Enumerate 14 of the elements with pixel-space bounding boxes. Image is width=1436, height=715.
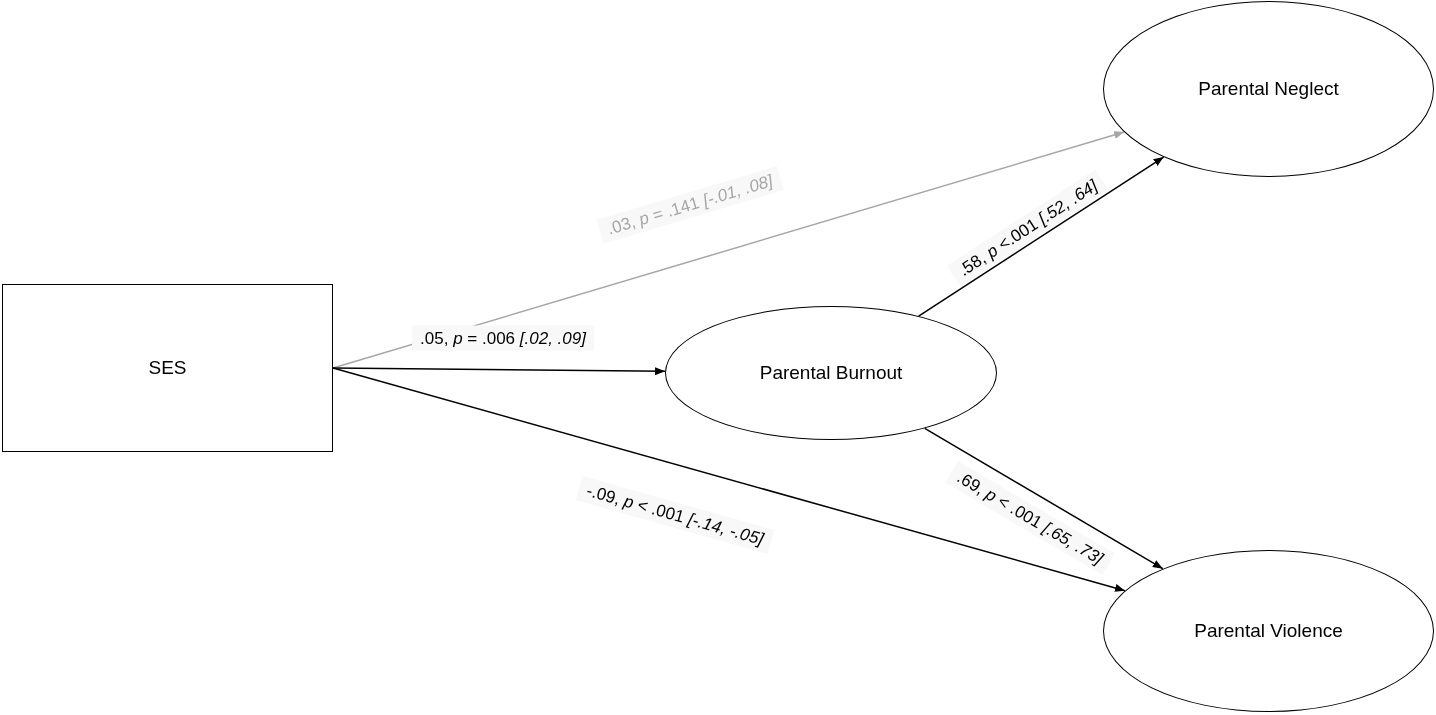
edge-label: -.09, p < .001 [-.14, -.05]	[575, 476, 775, 554]
arrow	[332, 131, 1125, 369]
node-label: SES	[148, 355, 187, 380]
edge-label: .03, p = .141 [-.01, .08]	[596, 166, 784, 244]
arrow	[332, 367, 1126, 592]
arrow	[332, 367, 666, 376]
edge-label: .58, p <.001 [.52, .64]	[946, 169, 1110, 287]
observed-variable-box	[2, 284, 333, 452]
node-label: Parental Burnout	[759, 360, 903, 385]
edge-label: .05, p = .006 [.02, .09]	[412, 325, 594, 351]
node-label: Parental Violence	[1194, 618, 1343, 643]
arrow	[924, 427, 1164, 570]
arrow	[917, 156, 1165, 317]
node-label: Parental Neglect	[1198, 76, 1339, 101]
